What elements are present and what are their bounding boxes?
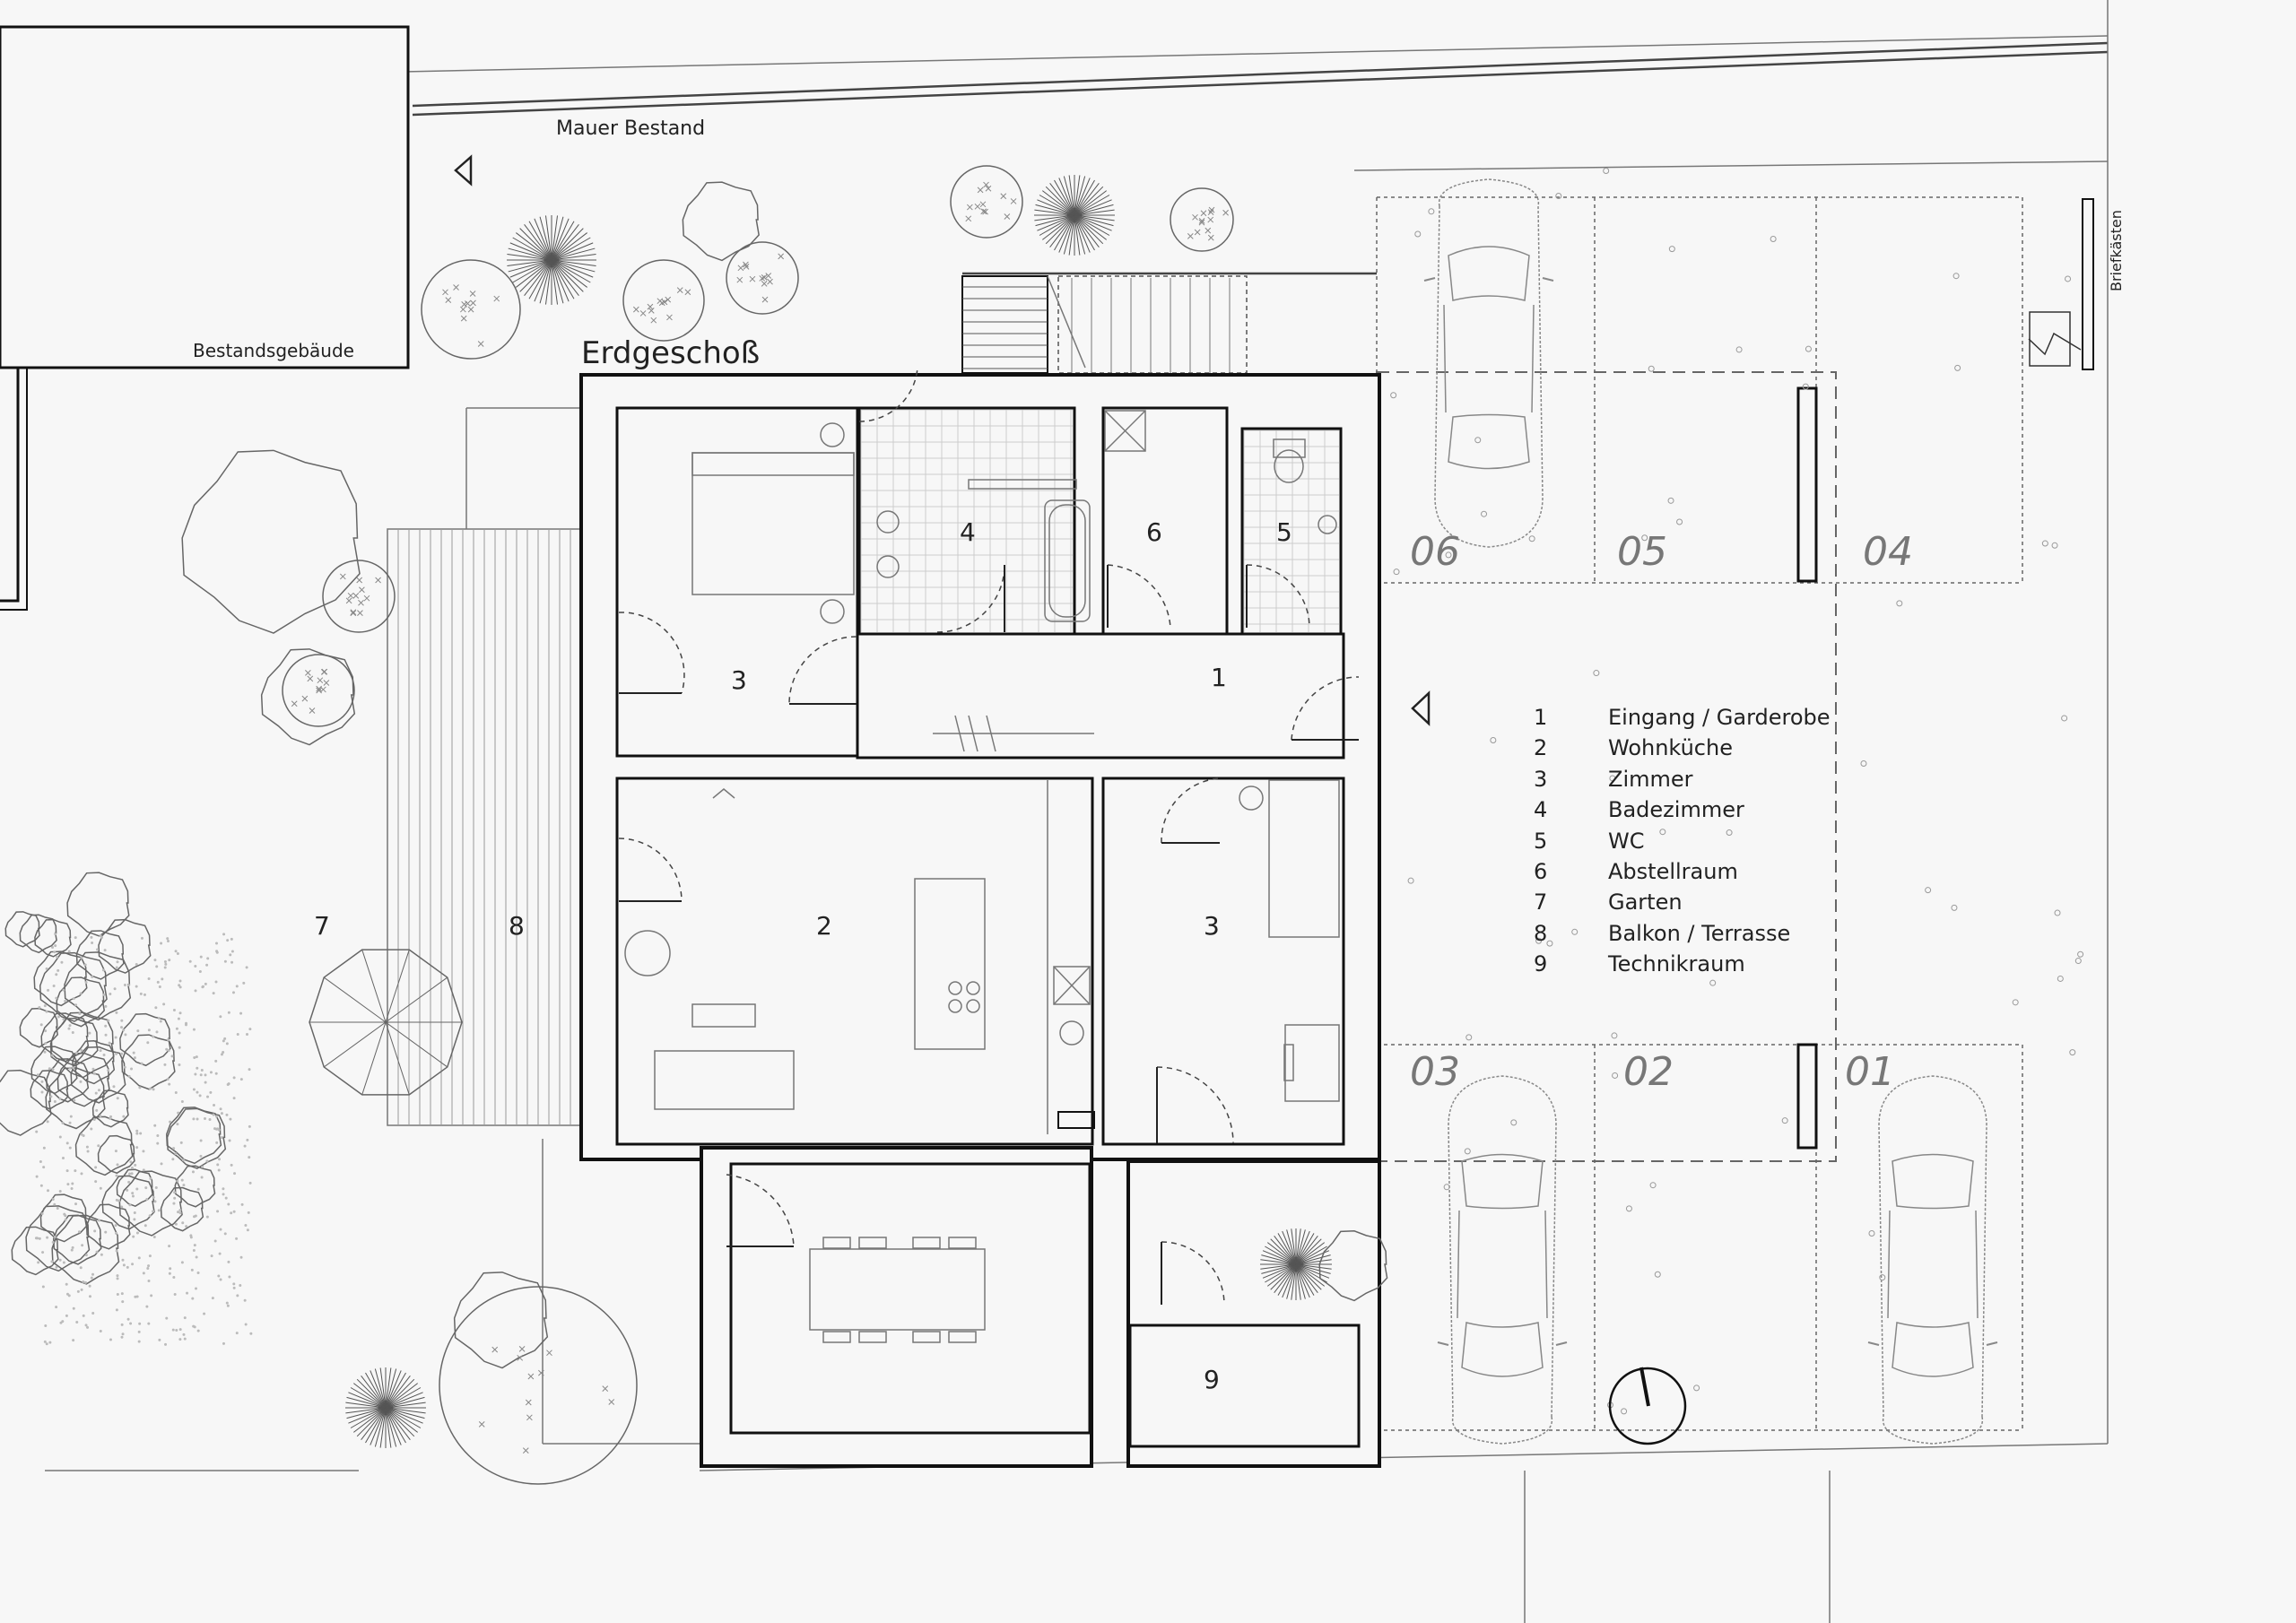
room-label: 9	[1204, 1365, 1220, 1394]
existing-building-label: Bestandsgebäude	[193, 340, 354, 361]
parking-label: 06	[1410, 529, 1460, 575]
legend-name: Zimmer	[1608, 767, 1693, 792]
legend-num: 1	[1534, 705, 1547, 730]
mailboxes-label: Briefkästen	[2108, 210, 2125, 291]
plan-title: Erdgeschoß	[581, 335, 760, 371]
room-label: 1	[1211, 663, 1227, 692]
legend-num: 4	[1534, 797, 1547, 822]
legend: 1 Eingang / Garderobe 2 Wohnküche 3 Zimm…	[1534, 705, 1831, 976]
north-arrow-icon	[1610, 1367, 1685, 1444]
mailbox-icon: Briefkästen	[2029, 199, 2125, 369]
legend-name: Badezimmer	[1608, 797, 1744, 822]
parking-label: 03	[1410, 1049, 1460, 1095]
arrow-left-icon	[456, 157, 471, 184]
room-label: 7	[314, 911, 330, 941]
parking-label: 02	[1623, 1049, 1674, 1095]
legend-name: Abstellraum	[1608, 859, 1738, 884]
building-walls	[581, 375, 1379, 1466]
legend-num: 2	[1534, 735, 1547, 760]
room-label: 6	[1146, 517, 1162, 547]
legend-name: Eingang / Garderobe	[1608, 705, 1831, 730]
room-label: 3	[731, 665, 747, 695]
legend-num: 3	[1534, 767, 1547, 792]
legend-name: Technikraum	[1607, 951, 1745, 976]
stairs	[962, 273, 1377, 373]
legend-name: Garten	[1608, 890, 1683, 915]
room-label: 2	[816, 911, 832, 941]
existing-building: Bestandsgebäude	[0, 27, 408, 610]
legend-num: 8	[1534, 921, 1547, 946]
room-label: 5	[1276, 517, 1292, 547]
legend-num: 6	[1534, 859, 1547, 884]
legend-num: 5	[1534, 829, 1547, 854]
parking-label: 01	[1845, 1049, 1895, 1095]
legend-name: Balkon / Terrasse	[1608, 921, 1790, 946]
existing-wall-label: Mauer Bestand	[556, 117, 705, 140]
entrance-arrow-icon	[1413, 693, 1429, 724]
room-label: 4	[960, 517, 976, 547]
parking-label: 04	[1863, 529, 1913, 575]
legend-name: WC	[1608, 829, 1645, 854]
room-label: 3	[1204, 911, 1220, 941]
legend-name: Wohnküche	[1608, 735, 1733, 760]
parking-label: 05	[1617, 529, 1667, 575]
legend-num: 7	[1534, 890, 1547, 915]
terrace-decking	[387, 529, 580, 1125]
room-label: 8	[509, 911, 525, 941]
legend-num: 9	[1534, 951, 1547, 976]
